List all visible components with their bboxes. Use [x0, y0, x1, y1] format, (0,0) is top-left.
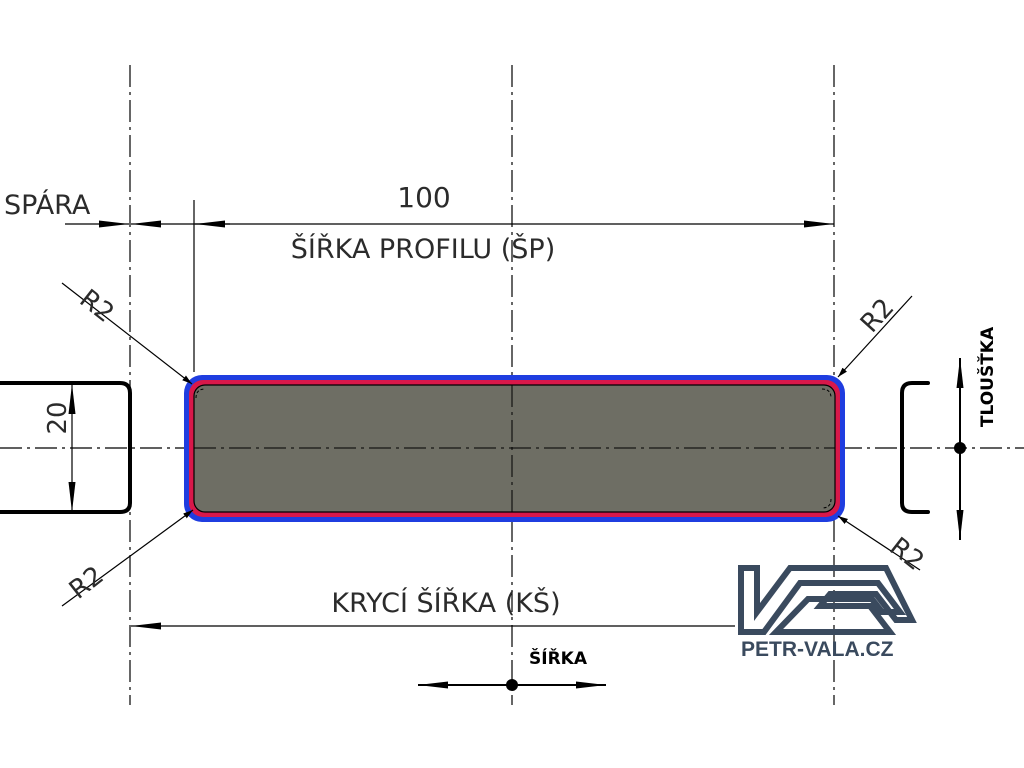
thickness-axis-dot — [954, 442, 966, 454]
profile-width-label: ŠÍŘKA PROFILU (ŠP) — [291, 233, 555, 265]
logo-text: PETR-VALA.CZ — [741, 638, 894, 661]
radius-leader-top-right — [837, 295, 913, 378]
logo: PETR-VALA.CZ — [738, 565, 917, 661]
cover-width-label: KRYCÍ ŠÍŘKA (KŠ) — [331, 587, 560, 619]
spara-label: SPÁRA — [4, 189, 91, 221]
radius-label-bottom-right: R2 — [884, 532, 930, 577]
radius-label-top-right: R2 — [855, 293, 900, 339]
logo-mark — [738, 565, 917, 635]
thickness-axis-label: TLOUŠŤKA — [976, 326, 998, 427]
width-axis-dot — [506, 679, 518, 691]
corner-fillet-bottom-right — [821, 498, 832, 509]
neighbor-profile-left — [0, 381, 132, 514]
neighbor-profile-right — [900, 381, 930, 514]
radius-leader-top-left — [61, 282, 193, 385]
corner-fillet-top-left — [195, 388, 206, 399]
width-value: 100 — [397, 181, 450, 214]
width-axis-label: ŠÍŘKA — [529, 647, 588, 669]
radius-leader-bottom-left — [61, 509, 194, 607]
thickness-value: 20 — [43, 401, 73, 434]
corner-fillet-top-right — [821, 388, 832, 399]
radius-label-bottom-left: R2 — [64, 561, 110, 606]
radius-leader-bottom-right — [837, 515, 921, 571]
